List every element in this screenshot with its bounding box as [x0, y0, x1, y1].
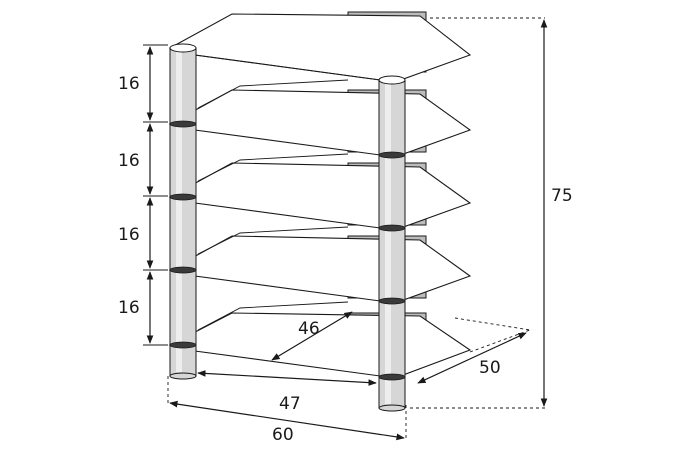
dim-label-tier-2: 16 [118, 151, 140, 171]
shelves [168, 13, 472, 379]
right-post [378, 75, 406, 412]
dim-label-tier-1: 16 [118, 74, 140, 94]
dim-label-width: 60 [272, 425, 294, 445]
dim-label-tier-4: 16 [118, 298, 140, 318]
dim-label-depth: 50 [479, 358, 501, 378]
dim-label-width-inner: 47 [279, 394, 301, 414]
dim-label-height: 75 [551, 186, 573, 206]
left-post [169, 43, 197, 380]
dim-label-depth-inner: 46 [298, 319, 320, 339]
shelf-bottom [168, 312, 472, 379]
dim-label-tier-3: 16 [118, 225, 140, 245]
dimension-arrows [146, 19, 548, 441]
